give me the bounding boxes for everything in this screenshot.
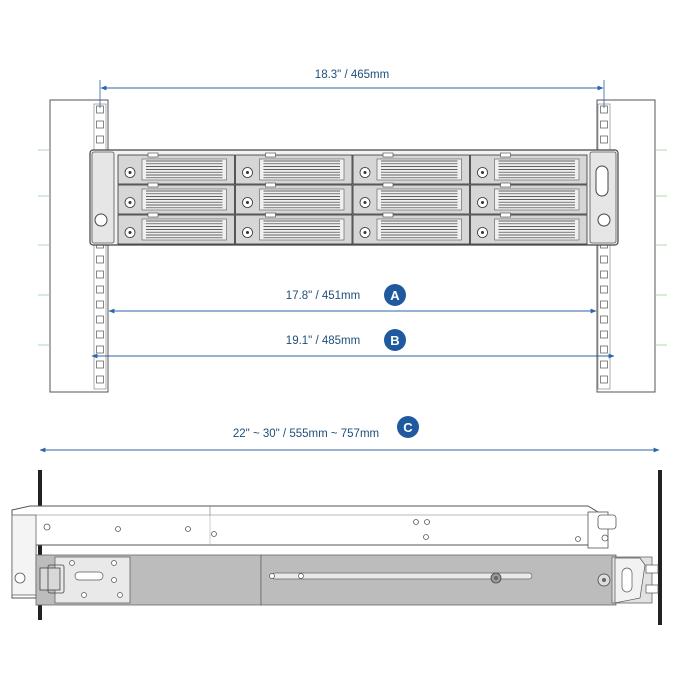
rear-rail xyxy=(260,554,617,606)
rack-hole xyxy=(600,315,608,324)
rack-hole xyxy=(600,120,608,129)
front-view: 18.3" / 465mm 17.8" / 451mm A 19.1" / 48… xyxy=(38,69,667,393)
rack-hole xyxy=(600,300,608,309)
rail-kit xyxy=(35,554,659,606)
rack-unit-marks xyxy=(38,149,667,346)
nas-chassis-front xyxy=(89,149,619,246)
rack-hole xyxy=(600,135,608,144)
rack-hole xyxy=(600,375,608,384)
drive-bay xyxy=(117,212,235,245)
rack-hole xyxy=(600,360,608,369)
rack-hole xyxy=(96,135,104,144)
rack-hole xyxy=(600,255,608,264)
rack-hole xyxy=(600,285,608,294)
side-front-bezel xyxy=(11,514,37,596)
badge-a xyxy=(384,284,406,306)
drive-bay xyxy=(470,182,588,215)
badge-b xyxy=(384,329,406,351)
drive-bay xyxy=(352,152,470,185)
rack-hole xyxy=(96,315,104,324)
rack-hole xyxy=(96,345,104,354)
rack-hole xyxy=(600,345,608,354)
drive-bay xyxy=(470,212,588,245)
drive-bay xyxy=(235,152,353,185)
rack-hole xyxy=(600,270,608,279)
dimension-b-label: 19.1" / 485mm xyxy=(286,335,360,347)
drive-bay xyxy=(352,212,470,245)
drive-bay xyxy=(470,152,588,185)
rack-hole xyxy=(600,330,608,339)
dimension-b: 19.1" / 485mm B xyxy=(91,329,615,359)
power-button-icon xyxy=(595,165,609,197)
drive-bay xyxy=(117,152,235,185)
badge-c-letter: C xyxy=(403,420,413,435)
drive-bay xyxy=(235,182,353,215)
rack-hole xyxy=(96,285,104,294)
rack-hole xyxy=(96,360,104,369)
nas-chassis-side xyxy=(11,505,617,599)
badge-c xyxy=(397,416,419,438)
rack-hole xyxy=(96,330,104,339)
rack-hole xyxy=(96,270,104,279)
right-rack-post xyxy=(596,99,656,393)
side-view: 22" ~ 30" / 555mm ~ 757mm C xyxy=(11,416,662,625)
overall-width-label: 18.3" / 465mm xyxy=(315,69,389,81)
rack-hole xyxy=(96,120,104,129)
left-rack-post xyxy=(49,99,109,393)
drive-bays xyxy=(117,152,588,245)
drive-bay xyxy=(117,182,235,215)
drive-bay xyxy=(235,212,353,245)
overall-width-dimension: 18.3" / 465mm xyxy=(99,69,605,108)
dimension-c-label: 22" ~ 30" / 555mm ~ 757mm xyxy=(233,428,379,440)
rack-hole xyxy=(96,300,104,309)
rack-hole xyxy=(96,255,104,264)
drive-bay xyxy=(352,182,470,215)
badge-b-letter: B xyxy=(390,333,399,348)
dimension-a: 17.8" / 451mm A xyxy=(108,284,597,314)
dimension-a-label: 17.8" / 451mm xyxy=(286,290,360,302)
badge-a-letter: A xyxy=(390,288,400,303)
rear-rack-post-side xyxy=(658,470,662,625)
left-rack-ear xyxy=(91,151,115,244)
rack-hole xyxy=(96,375,104,384)
dimension-c: 22" ~ 30" / 555mm ~ 757mm C xyxy=(39,416,660,453)
